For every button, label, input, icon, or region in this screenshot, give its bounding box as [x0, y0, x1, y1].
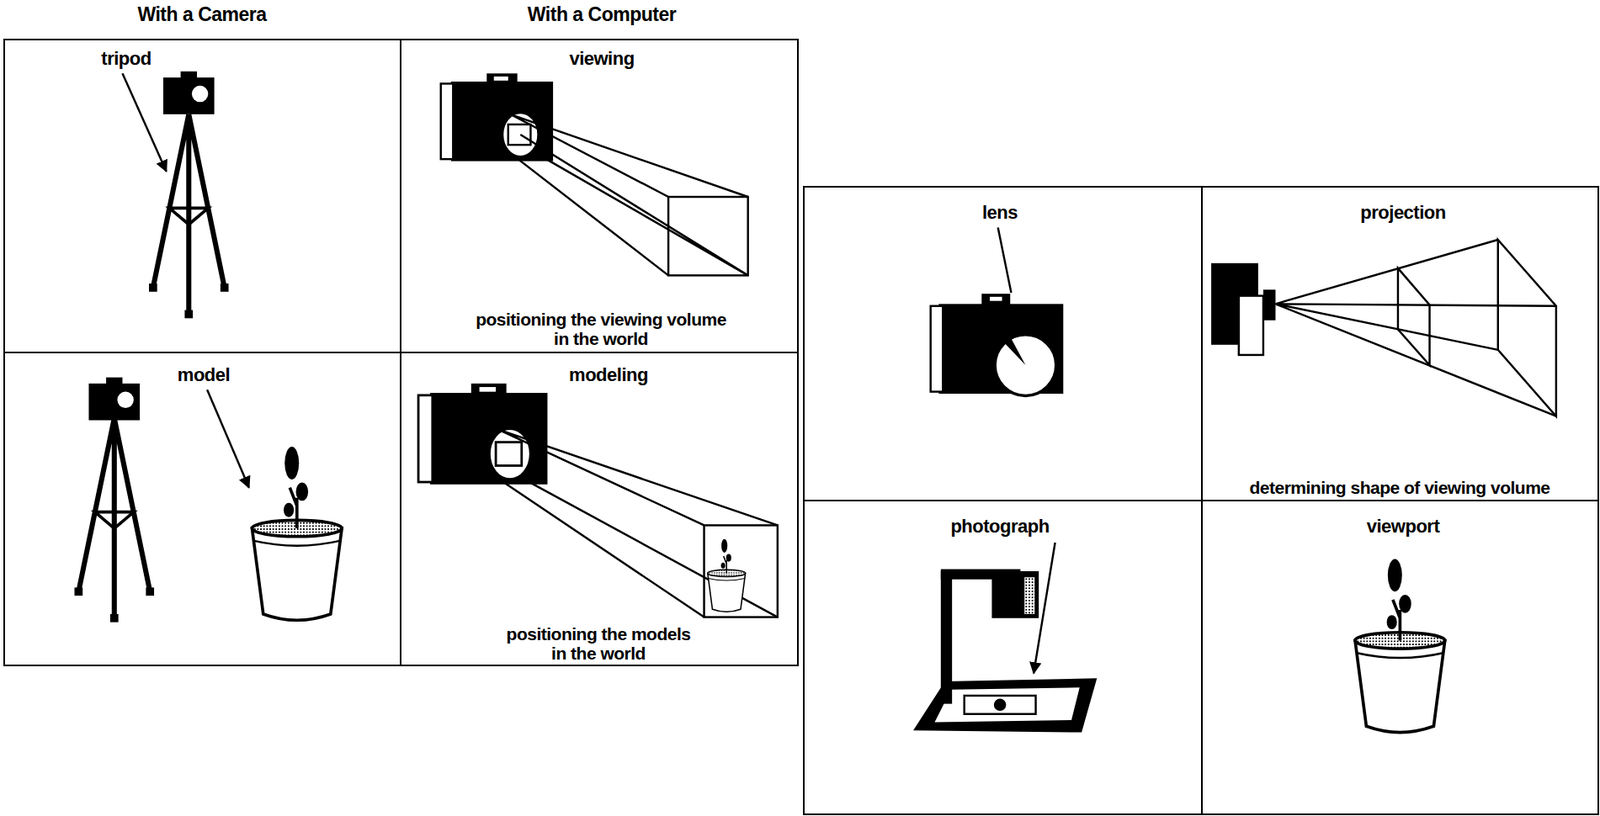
viewing-volume — [510, 114, 748, 277]
enlarger-figure — [991, 571, 1039, 619]
panel-box: viewing positioning the viewing volume in… — [399, 38, 799, 354]
camera-icon — [88, 377, 140, 421]
potted-plant — [1355, 558, 1446, 733]
camera-icon — [418, 383, 548, 485]
panel-box: modeling positioning the models in the wo… — [399, 351, 799, 667]
panel-heading: projection — [1360, 202, 1446, 224]
enlarger-figure — [940, 571, 952, 705]
viewing-volume — [498, 429, 778, 617]
tripod-figure — [148, 114, 229, 319]
panel-caption: positioning the models in the world — [500, 624, 697, 664]
tripod-figure — [148, 114, 229, 319]
camera-icon — [441, 73, 553, 161]
leader-arrow — [207, 389, 250, 488]
camera-icon — [1238, 296, 1264, 356]
panel-heading: tripod — [100, 48, 151, 70]
enlarger-figure — [913, 569, 1097, 734]
viewing-frustum — [1275, 239, 1556, 417]
leader-arrow — [1033, 542, 1055, 674]
viewing-volume — [704, 525, 778, 617]
panel-box: lens — [802, 186, 1203, 502]
panel-heading: photograph — [950, 516, 1049, 537]
tripod-figure — [74, 418, 155, 623]
panel-heading: viewing — [568, 48, 634, 70]
viewing-volume — [498, 429, 778, 617]
viewing-frustum — [1498, 239, 1557, 417]
camera-icon — [441, 73, 553, 161]
column-heading: With a Computer — [527, 4, 676, 26]
viewing-frustum — [1275, 239, 1556, 417]
camera-icon — [1263, 289, 1276, 320]
leader-line — [998, 227, 1012, 293]
panel-caption: determining shape of viewing volume — [1249, 478, 1550, 498]
panel-box: viewport — [1201, 499, 1600, 816]
panel-caption: positioning the viewing volume in the wo… — [470, 309, 732, 349]
camera-icon — [989, 297, 1003, 302]
viewing-volume — [668, 196, 749, 276]
camera-icon — [418, 383, 548, 485]
leader-arrow — [122, 73, 166, 171]
leader-arrow — [1033, 542, 1055, 674]
leader-arrow — [207, 389, 250, 488]
potted-plant — [707, 539, 746, 613]
column-heading: With a Camera — [137, 4, 266, 26]
camera-icon — [1211, 263, 1276, 356]
camera-icon — [88, 377, 140, 421]
potted-plant — [707, 539, 746, 613]
camera-icon — [994, 334, 1057, 397]
camera-icon — [163, 71, 215, 115]
enlarger-figure — [935, 687, 1080, 723]
viewing-frustum — [1398, 268, 1430, 366]
enlarger-figure — [964, 696, 1037, 715]
leader-arrow — [122, 73, 166, 171]
panel-box: model — [3, 351, 402, 667]
panel-heading: model — [177, 365, 230, 386]
enlarger-figure — [1024, 577, 1035, 615]
panel-heading: lens — [982, 202, 1018, 224]
camera-icon — [163, 71, 215, 115]
panel-box: tripod — [3, 38, 402, 354]
camera-icon — [1004, 339, 1026, 367]
potted-plant — [251, 446, 342, 621]
enlarger-figure — [994, 699, 1007, 713]
viewing-volume — [510, 114, 748, 277]
leader-line — [998, 227, 1012, 293]
camera-icon — [930, 306, 944, 393]
camera-icon — [981, 293, 1010, 307]
potted-plant — [251, 446, 342, 621]
tripod-figure — [74, 418, 155, 623]
panel-heading: modeling — [568, 365, 649, 386]
panel-box: projection determining shape of viewing v… — [1201, 186, 1600, 502]
panel-heading: viewport — [1366, 516, 1440, 537]
panel-box: photograph — [802, 499, 1203, 816]
potted-plant — [1355, 558, 1446, 733]
camera-icon — [930, 293, 1064, 396]
